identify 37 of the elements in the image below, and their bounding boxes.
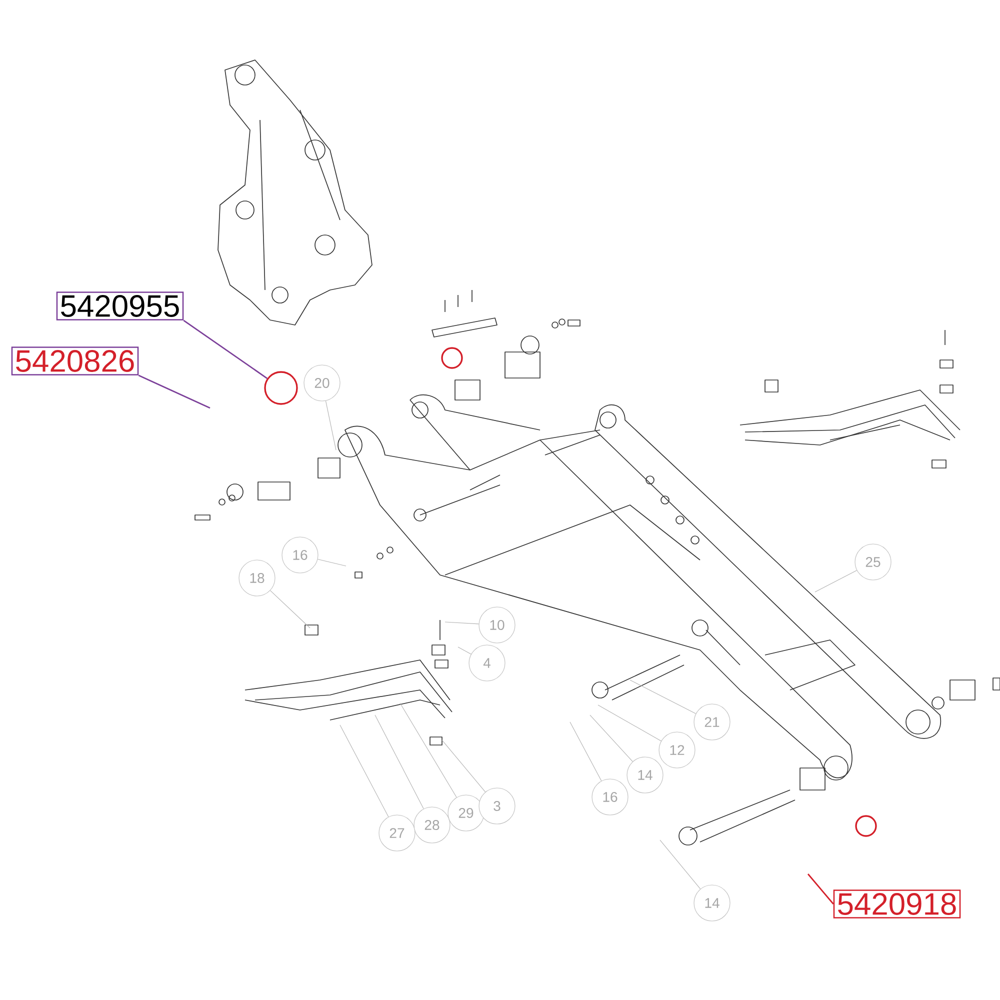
leader-line [458,646,472,654]
leader-line [598,704,662,742]
callout-number: 14 [626,756,664,794]
callout-number: 12 [658,732,696,768]
leader-line [325,400,336,450]
leader-line [374,714,424,810]
callout-number: 14 [694,884,730,922]
part-number-box: 5420826 [11,346,139,376]
callout-number: 20 [304,364,340,402]
callout-number: 21 [694,704,730,740]
callout-number: 29 [448,794,484,832]
leader-line [590,714,633,762]
part-number-box: 5420918 [833,890,961,918]
callout-number: 10 [478,606,516,644]
leader-line [444,622,480,624]
leader-line [138,374,210,409]
callout-number: 4 [468,644,506,682]
callout-number: 16 [592,778,628,816]
part-number-box: 5420955 [56,292,184,320]
callout-number: 18 [238,560,276,596]
leader-line [660,840,701,890]
leader-line [400,702,457,798]
callout-number: 3 [478,788,516,824]
leader-line [814,570,858,592]
highlight-circle [264,371,298,405]
leader-line [570,722,602,782]
callout-number: 27 [378,814,416,852]
callout-number: 28 [414,806,450,844]
leader-line [630,680,696,714]
leader-line [270,590,310,628]
leader-line [318,558,346,566]
leader-line [183,320,268,379]
leader-line [442,740,486,792]
callout-number: 16 [282,536,318,574]
callout-number: 25 [854,544,892,580]
leader-line [340,724,389,818]
leader-line [807,874,834,904]
